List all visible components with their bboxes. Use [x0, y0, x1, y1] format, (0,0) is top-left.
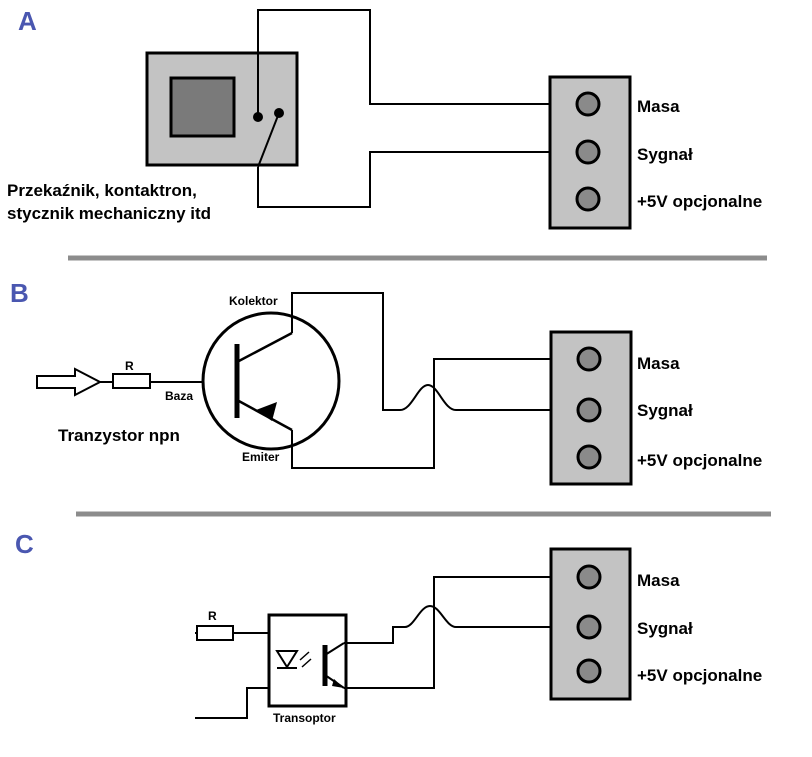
section-a-label-sygnal: Sygnał	[637, 145, 693, 164]
section-b-caption: Tranzystor npn	[58, 426, 180, 445]
optocoupler-icon	[267, 613, 348, 708]
input-arrow-icon	[36, 367, 103, 397]
section-c-label-sygnal: Sygnał	[637, 619, 693, 638]
section-a-caption-line2: stycznik mechaniczny itd	[7, 204, 211, 223]
wire-b-collector-masa	[291, 292, 588, 411]
section-b-label-5v: +5V opcjonalne	[637, 451, 762, 470]
connector-c-pin-masa	[576, 564, 602, 590]
section-c-letter: C	[15, 529, 34, 559]
section-b-baza-label: Baza	[165, 389, 193, 403]
wire-a-masa	[257, 9, 588, 117]
section-b-letter: B	[10, 278, 29, 308]
led-triangle	[275, 650, 299, 669]
npn-transistor-icon	[201, 311, 341, 451]
transistor-emitter-arrow	[256, 402, 277, 421]
led-icon	[275, 650, 312, 669]
section-a-letter: A	[18, 6, 37, 36]
connector-a-pin-sygnal	[575, 139, 601, 165]
wire-a-sygnal	[257, 151, 588, 208]
section-c-label-5v: +5V opcjonalne	[637, 666, 762, 685]
phototransistor-collector	[324, 642, 345, 656]
connector-c	[549, 547, 632, 701]
led-ray-1	[299, 651, 310, 661]
relay-switch-arm	[257, 112, 280, 168]
connector-b-pin-5v	[576, 444, 602, 470]
section-c-caption: Transoptor	[273, 711, 336, 725]
section-b-label-masa: Masa	[637, 354, 680, 373]
transistor-envelope	[201, 311, 341, 451]
wire-c-collector-sygnal	[344, 604, 588, 644]
section-b-kolektor-label: Kolektor	[229, 294, 278, 308]
connector-a-pin-masa	[575, 91, 601, 117]
connector-b-pin-masa	[576, 346, 602, 372]
resistor-icon	[112, 373, 151, 389]
section-c-label-masa: Masa	[637, 571, 680, 590]
relay-icon	[145, 51, 299, 168]
connector-b-pin-sygnal	[576, 397, 602, 423]
resistor-icon	[196, 625, 234, 641]
transistor-collector-lead	[236, 331, 293, 364]
wire-b-emitter-sygnal	[291, 358, 588, 469]
section-c-resistor-label: R	[208, 609, 217, 623]
phototransistor-arrow	[332, 679, 344, 688]
section-b-label-sygnal: Sygnał	[637, 401, 693, 420]
section-a-label-masa: Masa	[637, 97, 680, 116]
connector-a	[548, 75, 632, 230]
connector-c-pin-sygnal	[576, 614, 602, 640]
optocoupler-body	[267, 613, 348, 708]
section-a-caption-line1: Przekaźnik, kontaktron,	[7, 181, 197, 200]
section-b-emiter-label: Emiter	[242, 450, 280, 464]
connector-b	[549, 330, 633, 486]
relay-coil	[169, 76, 236, 138]
phototransistor-icon	[322, 642, 345, 689]
section-a-label-5v: +5V opcjonalne	[637, 192, 762, 211]
connector-a-pin-5v	[575, 186, 601, 212]
section-b-resistor-label: R	[125, 359, 134, 373]
wire-c-emitter-masa	[344, 576, 588, 689]
connector-c-pin-5v	[576, 658, 602, 684]
led-ray-2	[301, 658, 312, 668]
